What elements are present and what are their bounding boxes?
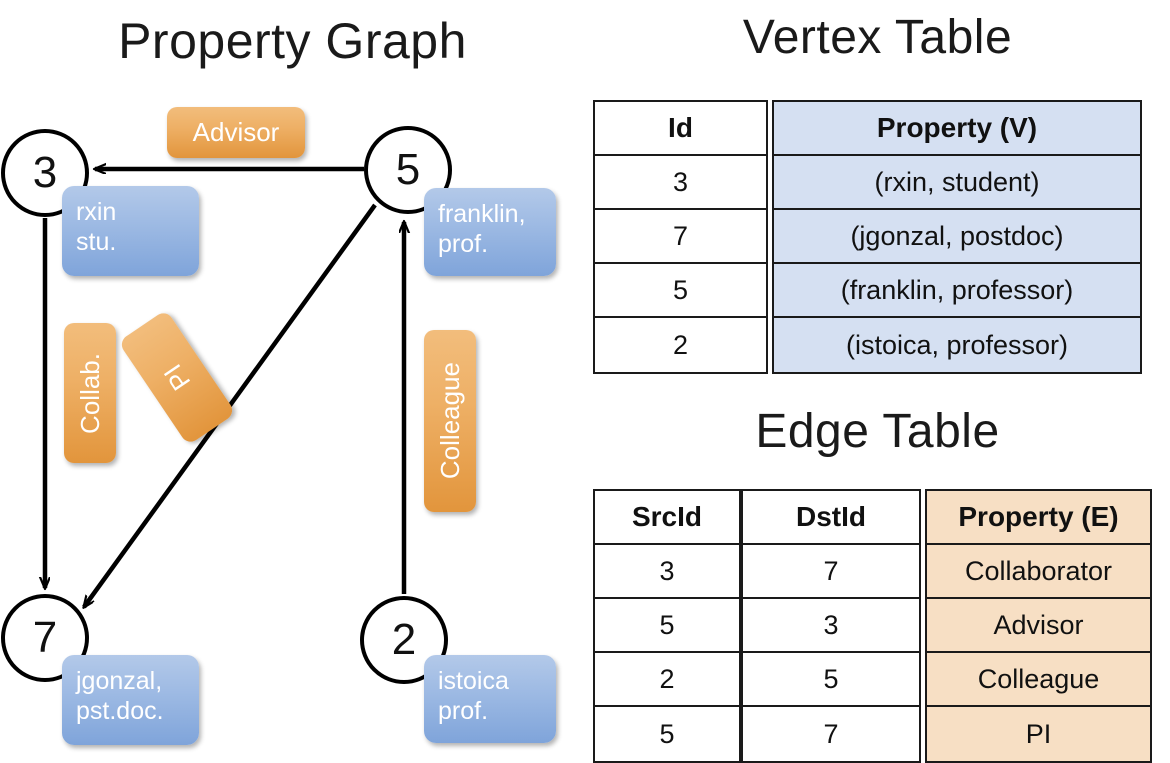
property-graph-canvas: 3 5 7 2 rxin stu. franklin, prof. jgonza… xyxy=(0,0,585,760)
vertex-table-cell-property-row-3: (franklin, professor) xyxy=(774,264,1140,318)
vertex-table-cell-id-row-1: 3 xyxy=(595,156,766,210)
edge-table-cell-property-row-1: Collaborator xyxy=(927,545,1150,599)
vertex-3-property-line-1: rxin xyxy=(76,198,117,226)
vertex-table-cell-property-row-4: (istoica, professor) xyxy=(774,318,1140,372)
edge-table-column-property: Property (E) Collaborator Advisor Collea… xyxy=(925,489,1152,763)
edge-table-cell-src-row-1: 3 xyxy=(595,545,739,599)
page-title-property-graph: Property Graph xyxy=(118,13,467,69)
vertex-node-7-label: 7 xyxy=(32,613,58,662)
edge-table-cell-dst-row-1: 7 xyxy=(743,545,919,599)
vertex-5-property-line-2: prof. xyxy=(438,229,489,258)
vertex-7-property-box: jgonzal, pst.doc. xyxy=(62,655,199,745)
vertex-node-5[interactable]: 5 xyxy=(364,126,452,214)
vertex-table-cell-id-row-3: 5 xyxy=(595,264,766,318)
vertex-7-property-line-2: pst.doc. xyxy=(76,696,164,725)
vertex-7-property-line-1: jgonzal, xyxy=(76,667,163,695)
edge-table-cell-property-row-2: Advisor xyxy=(927,599,1150,653)
vertex-table-column-id: Id 3 7 5 2 xyxy=(593,100,768,374)
edge-table-cell-src-row-2: 5 xyxy=(595,599,739,653)
vertex-node-5-label: 5 xyxy=(395,145,421,194)
page-title-edge-table: Edge Table xyxy=(755,405,1000,458)
edge-table-column-dstid: DstId 7 3 5 7 xyxy=(741,489,921,763)
edge-label-pi-text: PI xyxy=(157,359,196,397)
edge-table-cell-dst-row-4: 7 xyxy=(823,718,839,749)
edge-table-cell-property-row-3: Colleague xyxy=(927,653,1150,707)
edge-table-cell-src-row-3: 2 xyxy=(595,653,739,707)
vertex-table-header-property: Property (V) xyxy=(774,102,1140,156)
vertex-node-2-label: 2 xyxy=(391,615,417,664)
edge-table-column-srcid: SrcId 3 5 2 5 xyxy=(593,489,741,763)
edge-label-advisor-text: Advisor xyxy=(192,117,280,147)
edge-table-header-srcid: SrcId xyxy=(595,491,739,545)
edge-table-cell-dst-row-3: 5 xyxy=(743,653,919,707)
vertex-5-property-box: franklin, prof. xyxy=(424,188,556,276)
edge-table-header-property: Property (E) xyxy=(927,491,1150,545)
vertex-5-property-line-1: franklin, xyxy=(438,200,526,228)
vertex-node-3-label: 3 xyxy=(32,148,58,197)
vertex-table-cell-id-row-4: 2 xyxy=(672,329,689,360)
edge-table-header-dstid: DstId xyxy=(743,491,919,545)
vertex-table: Id 3 7 5 2 Property (V) (rxin, student) … xyxy=(593,100,1142,374)
vertex-table-cell-property-row-2: (jgonzal, postdoc) xyxy=(774,210,1140,264)
vertex-2-property-line-1: istoica xyxy=(438,667,509,695)
edge-label-colleague-text: Colleague xyxy=(434,362,465,480)
edge-table: SrcId 3 5 2 5 DstId 7 3 5 7 Property (E)… xyxy=(593,489,1152,763)
vertex-table-cell-id-row-2: 7 xyxy=(595,210,766,264)
vertex-table-header-id: Id xyxy=(595,102,766,156)
vertex-table-column-property: Property (V) (rxin, student) (jgonzal, p… xyxy=(772,100,1142,374)
edge-label-collaborator: Collab. xyxy=(64,323,116,463)
vertex-2-property-box: istoica prof. xyxy=(424,655,556,743)
vertex-3-property-line-2: stu. xyxy=(76,227,117,256)
edge-table-cell-dst-row-2: 3 xyxy=(743,599,919,653)
edge-label-colleague: Colleague xyxy=(424,330,476,512)
vertex-3-property-box: rxin stu. xyxy=(62,186,199,276)
vertex-2-property-line-2: prof. xyxy=(438,696,489,725)
edge-table-cell-property-row-4: PI xyxy=(927,707,1150,761)
edge-label-advisor: Advisor xyxy=(167,107,305,158)
edge-table-cell-src-row-4: 5 xyxy=(659,718,675,749)
page-title-vertex-table: Vertex Table xyxy=(742,11,1013,64)
edge-label-collaborator-text: Collab. xyxy=(74,352,105,434)
vertex-node-2[interactable]: 2 xyxy=(360,596,448,684)
vertex-table-cell-property-row-1: (rxin, student) xyxy=(774,156,1140,210)
